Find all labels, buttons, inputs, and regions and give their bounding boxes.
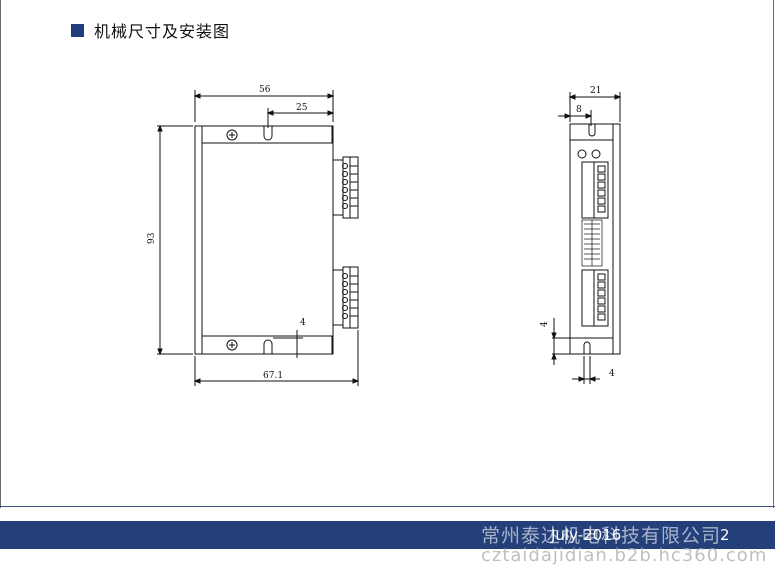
side-dim-slot-height-lines — [551, 318, 572, 365]
footer-date: July-2016 — [551, 526, 622, 544]
front-dim-depth-label: 67.1 — [263, 371, 283, 381]
side-slot-bottom — [583, 341, 591, 354]
side-led-1-icon — [577, 149, 587, 159]
section-title: 机械尺寸及安装图 — [94, 22, 231, 41]
side-terminal-lower — [581, 269, 609, 327]
front-screw-top-icon — [226, 129, 238, 141]
page-frame-left — [0, 0, 1, 508]
watermark-url: cztaidajidian.b2b.hc360.com — [481, 545, 768, 566]
front-top-flange — [201, 125, 333, 144]
page-frame-right — [773, 0, 774, 508]
bullet-square-icon — [71, 23, 84, 37]
front-connector-upper — [332, 156, 359, 219]
footer-separator — [0, 506, 775, 507]
footer-bottom-strip — [0, 549, 775, 570]
footer-page-number: 2 — [720, 526, 730, 544]
front-housing — [194, 125, 334, 355]
side-slot-top — [588, 124, 596, 137]
side-dim-slot-width-lines — [572, 356, 600, 384]
front-bottom-flange — [201, 335, 333, 355]
side-view — [551, 92, 622, 384]
section-heading: 机械尺寸及安装图 — [71, 18, 230, 42]
side-dim-slot-label: 8 — [576, 105, 582, 115]
side-dim-width-label: 21 — [590, 86, 601, 96]
front-dim-width-label: 56 — [259, 85, 271, 95]
front-dim-slot-lines — [266, 108, 335, 128]
side-led-2-icon — [591, 149, 601, 159]
side-bottom-flange — [569, 337, 614, 354]
front-dim-height-lines — [157, 124, 193, 356]
front-screw-bottom-icon — [226, 339, 238, 351]
front-view — [157, 90, 360, 386]
front-dim-height-label: 93 — [147, 232, 157, 244]
front-slot-top — [263, 126, 273, 141]
front-dim-slot-label: 25 — [296, 103, 308, 113]
side-dim-slot-lines — [558, 110, 593, 126]
front-connector-lower — [332, 266, 359, 329]
front-dim-gap-lines — [273, 330, 303, 358]
front-dim-width-lines — [193, 90, 335, 122]
side-top-flange — [569, 124, 614, 141]
front-dim-gap-label: 4 — [300, 318, 306, 328]
drawing-canvas: 56 25 93 4 67.1 21 8 4 4 — [147, 85, 622, 386]
side-dim-slot-width-label: 4 — [609, 369, 615, 379]
watermark-company: 常州泰达机电科技有限公司 — [481, 525, 722, 547]
side-dip-switch — [581, 219, 603, 267]
front-slot-bottom — [263, 339, 273, 354]
front-dim-depth-lines — [193, 330, 360, 386]
side-dim-width-lines — [568, 92, 622, 122]
side-terminal-upper — [581, 161, 609, 219]
side-dim-slot-height-label: 4 — [540, 321, 550, 327]
footer-bar — [0, 521, 775, 549]
